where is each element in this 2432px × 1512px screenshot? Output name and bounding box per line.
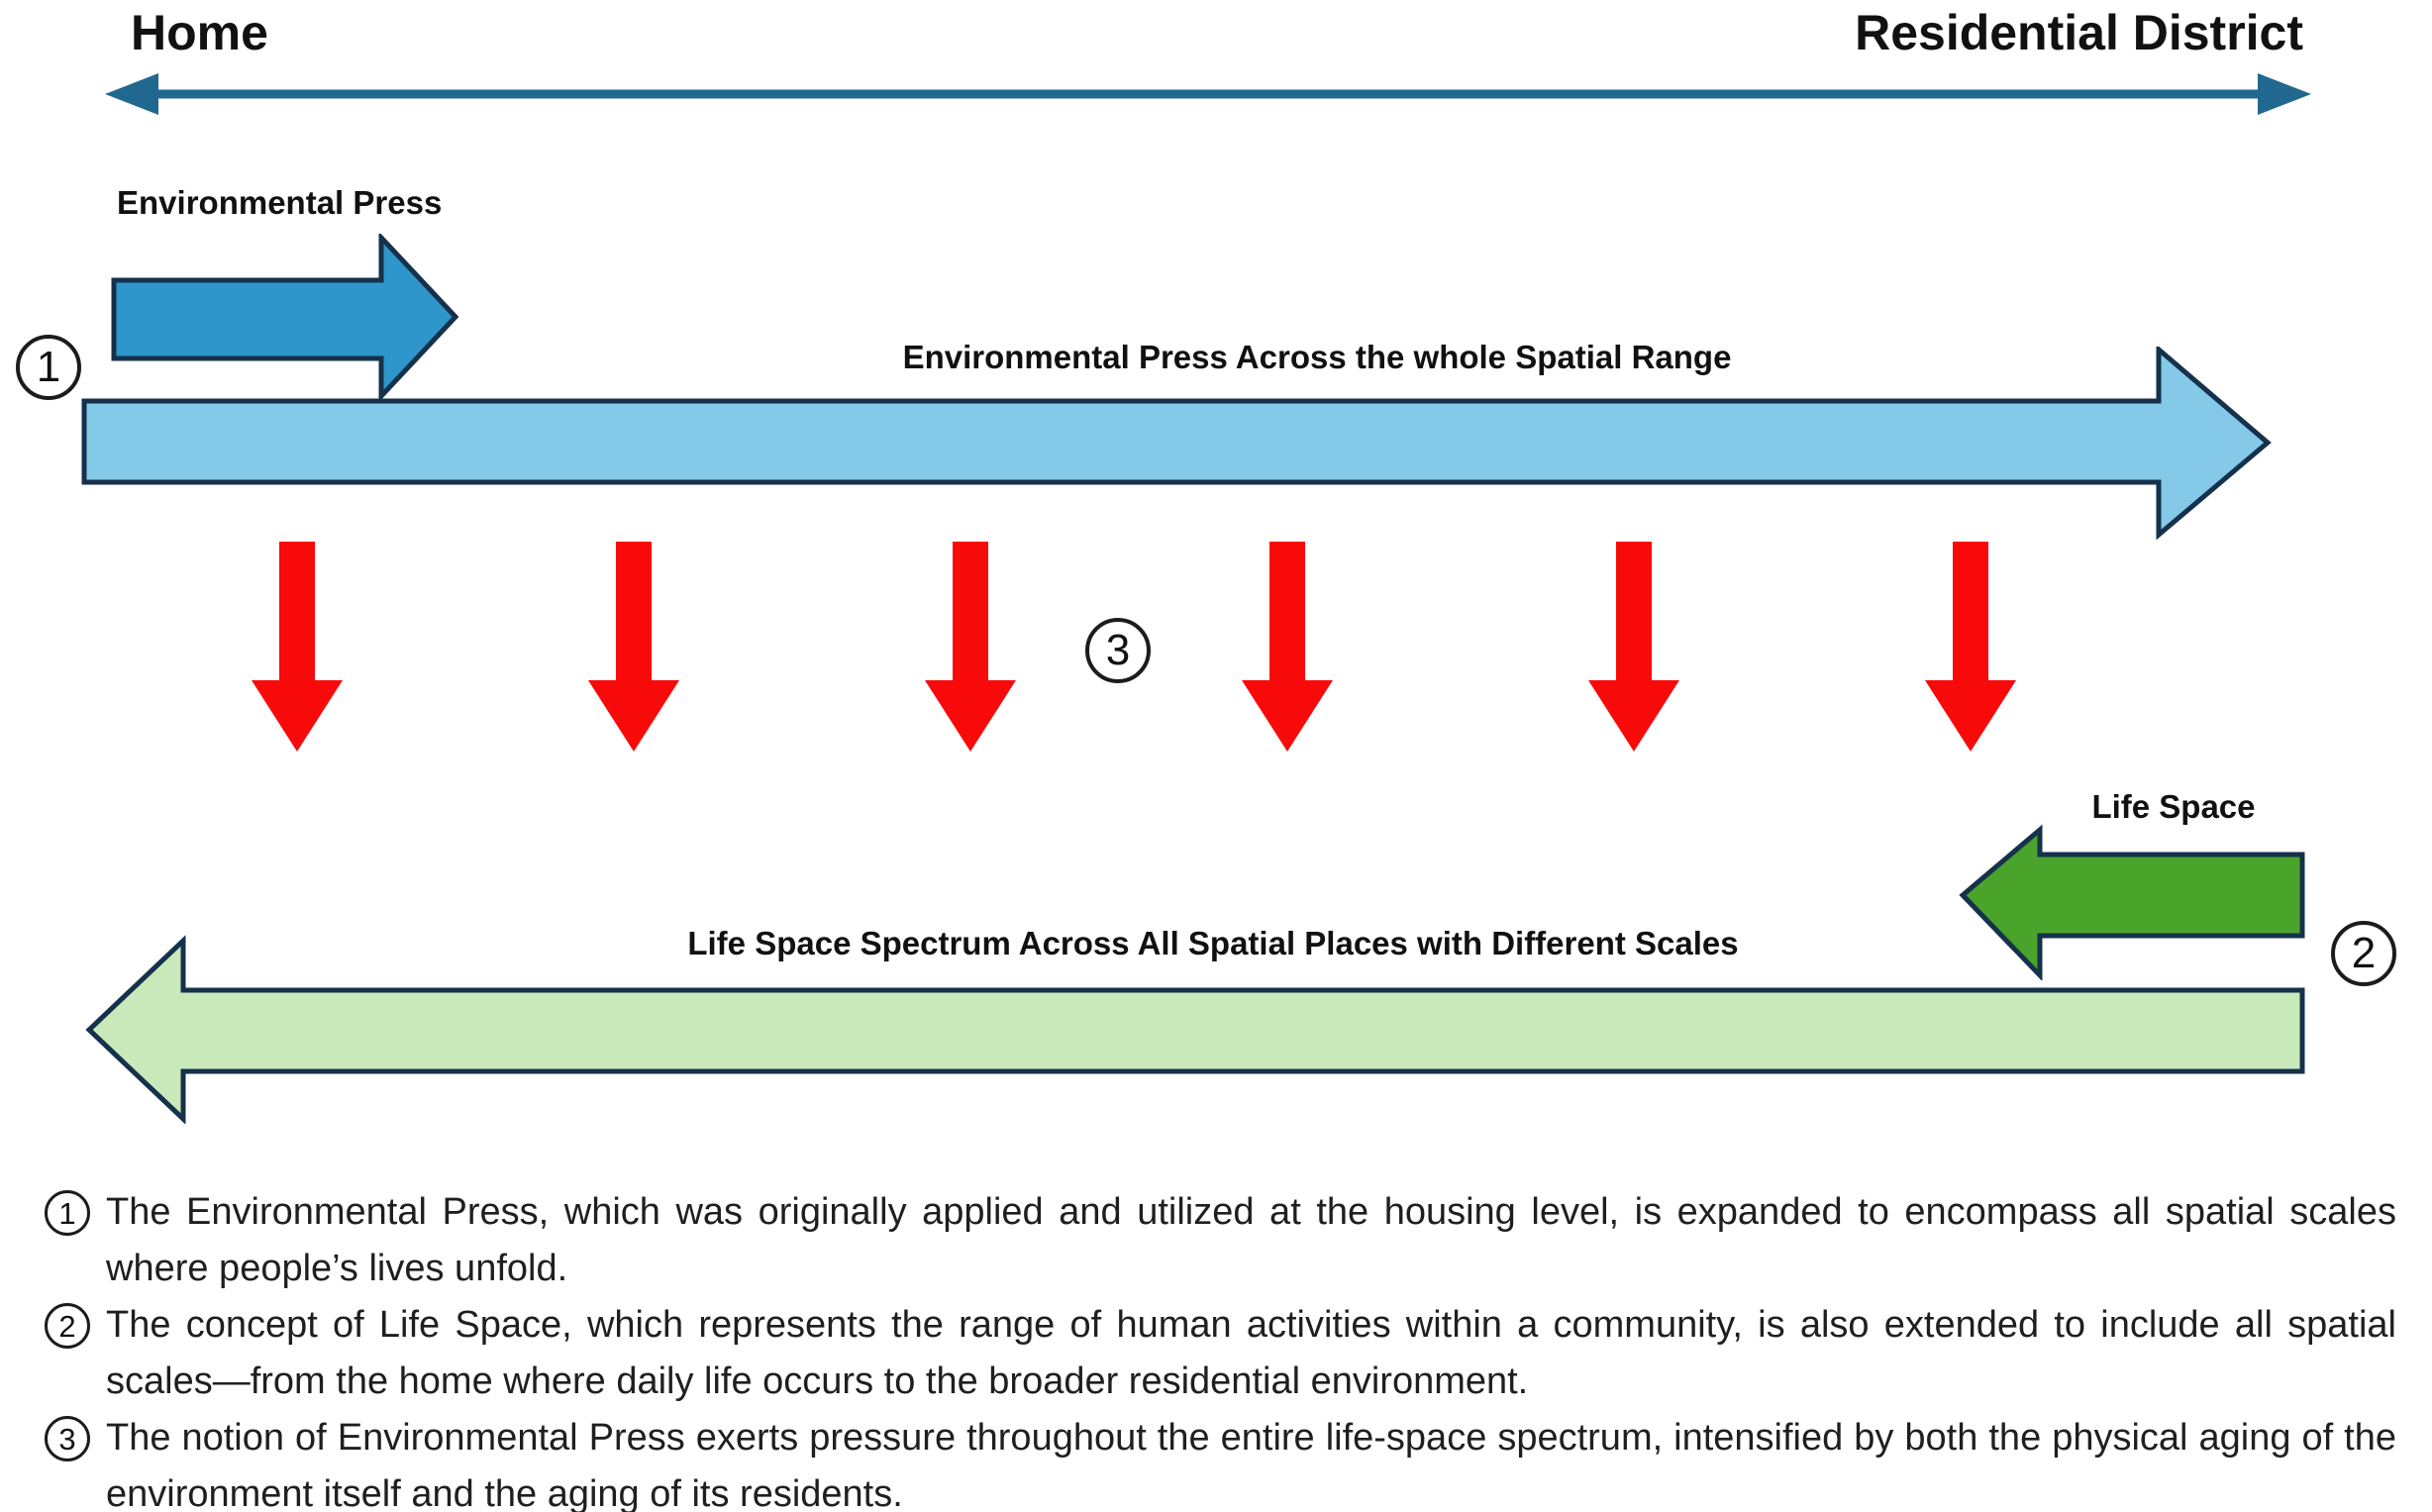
badge-1-number: 1	[36, 343, 61, 391]
environmental-press-range-label: Environmental Press Across the whole Spa…	[902, 339, 1732, 375]
pressure-down-arrow-icon	[925, 542, 1016, 752]
pressure-down-arrow-icon	[1925, 542, 2016, 752]
badge-2: 2	[2331, 921, 2396, 986]
life-space-spectrum-label: Life Space Spectrum Across All Spatial P…	[687, 925, 1739, 961]
note-3-marker: 3	[45, 1416, 90, 1462]
notes-section: 1 The Environmental Press, which was ori…	[45, 1184, 2396, 1512]
pressure-down-arrow-icon	[252, 542, 343, 752]
badge-3-number: 3	[1105, 626, 1131, 674]
environmental-press-range-arrow-icon	[81, 347, 2272, 540]
badge-1: 1	[16, 335, 81, 400]
pressure-down-arrow-icon	[588, 542, 679, 752]
note-item-1: 1 The Environmental Press, which was ori…	[45, 1184, 2396, 1297]
note-item-3: 3 The notion of Environmental Press exer…	[45, 1410, 2396, 1512]
note-3-text: The notion of Environmental Press exerts…	[106, 1417, 2396, 1512]
note-2-text: The concept of Life Space, which represe…	[106, 1304, 2396, 1402]
badge-2-number: 2	[2351, 929, 2377, 977]
pressure-down-arrow-icon	[1588, 542, 1679, 752]
spatial-range-axis-arrow-icon	[105, 73, 2311, 115]
residential-district-label: Residential District	[1855, 5, 2303, 60]
life-space-spectrum-arrow-icon	[85, 935, 2305, 1124]
life-space-arrow-icon	[1959, 824, 2305, 980]
badge-3: 3	[1085, 618, 1151, 683]
home-label: Home	[131, 5, 268, 60]
note-1-marker: 1	[45, 1190, 90, 1236]
pressure-down-arrow-icon	[1242, 542, 1333, 752]
life-space-label: Life Space	[2091, 788, 2256, 825]
note-1-text: The Environmental Press, which was origi…	[106, 1191, 2396, 1289]
environmental-press-label: Environmental Press	[117, 184, 443, 221]
environmental-press-arrow-icon	[111, 234, 459, 402]
note-2-marker: 2	[45, 1303, 90, 1349]
note-item-2: 2 The concept of Life Space, which repre…	[45, 1297, 2396, 1410]
